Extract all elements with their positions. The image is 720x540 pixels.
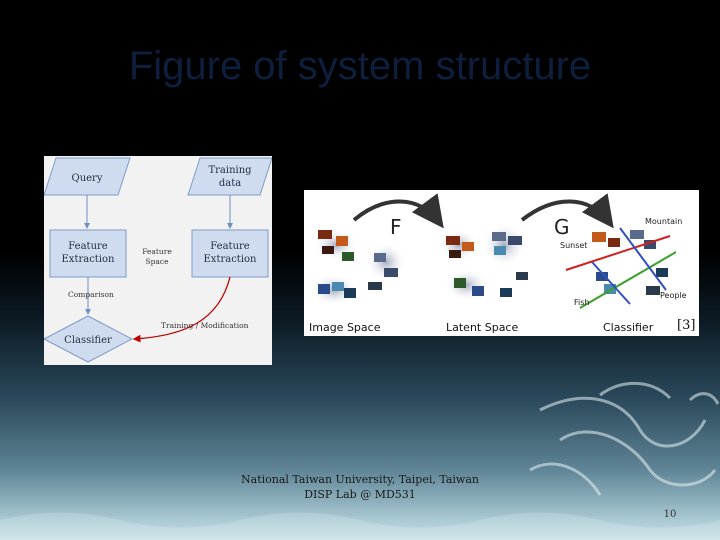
sunset-label: Sunset [560, 241, 587, 250]
page-number: 10 [655, 509, 685, 520]
f-label: F [390, 215, 402, 239]
system-flowchart: Query Training data Feature Extraction F… [44, 156, 272, 365]
mountain-label: Mountain [645, 217, 682, 226]
reference-label: [3] [677, 318, 695, 333]
classifier-label: Classifier [64, 335, 112, 346]
flowchart-svg: Query Training data Feature Extraction F… [44, 156, 272, 365]
training-data-label-1: Training [208, 165, 252, 176]
feature-space-label-2: Space [145, 257, 169, 266]
slide-footer: National Taiwan University, Taipei, Taiw… [200, 472, 520, 502]
fe-right-label-2: Extraction [204, 254, 258, 265]
people-label: People [660, 291, 687, 300]
fe-left-label-1: Feature [68, 241, 108, 252]
g-label: G [554, 215, 570, 239]
fe-left-label-2: Extraction [62, 254, 116, 265]
latent-space-label: Latent Space [446, 321, 518, 334]
latent-space-figure: F G [304, 190, 699, 336]
latent-space-svg: F G [304, 190, 699, 336]
footer-line-1: National Taiwan University, Taipei, Taiw… [200, 472, 520, 487]
comparison-label: Comparison [68, 290, 114, 299]
footer-line-2: DISP Lab @ MD531 [200, 487, 520, 502]
query-label: Query [72, 173, 103, 184]
training-modification-label: Training / Modification [161, 321, 249, 330]
fe-right-label-1: Feature [210, 241, 250, 252]
slide-title: Figure of system structure [0, 44, 720, 89]
feature-space-label-1: Feature [142, 247, 172, 256]
training-data-node [188, 158, 272, 195]
fish-label: Fish [574, 298, 589, 307]
classifier-space-label: Classifier [603, 321, 654, 334]
image-space-label: Image Space [309, 321, 381, 334]
training-data-label-2: data [219, 178, 241, 189]
